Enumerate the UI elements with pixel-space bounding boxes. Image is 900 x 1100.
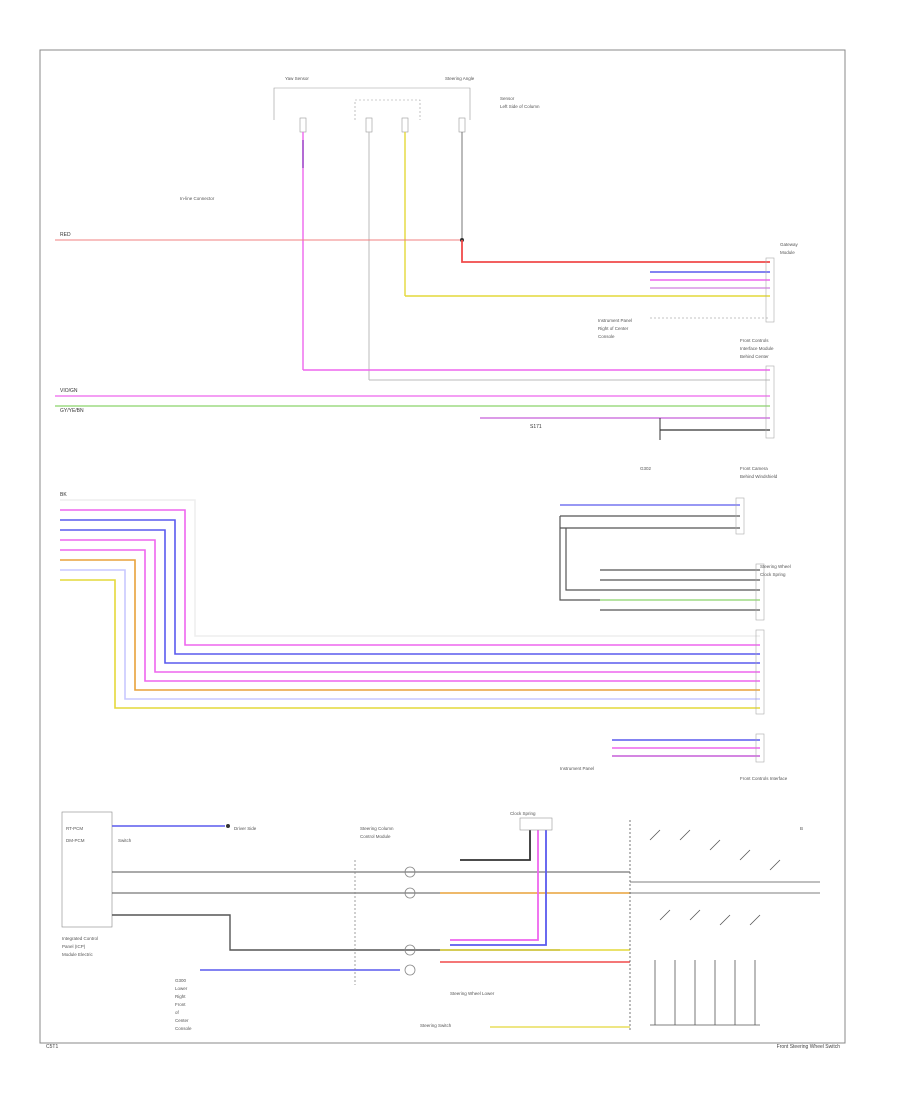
svg-text:Yaw Sensor: Yaw Sensor (285, 76, 309, 81)
svg-text:Front Camera: Front Camera (740, 466, 768, 471)
svg-text:Front: Front (175, 1002, 186, 1007)
svg-text:Steering Wheel Lower: Steering Wheel Lower (450, 991, 495, 996)
left-harness (60, 499, 765, 715)
wire-label-splice: S171 (530, 424, 542, 430)
svg-text:Front Controls Interface: Front Controls Interface (740, 776, 788, 781)
svg-text:of: of (175, 1010, 180, 1015)
left-box-line-2: DM-PCM (66, 838, 85, 843)
right-upper-labels: Front Camera Behind Windshield Steering … (740, 466, 791, 577)
inline-connectors (354, 860, 416, 985)
top-right-feeds (650, 257, 775, 323)
left-box-line-1: RT-PCM (66, 826, 83, 831)
svg-text:Right of Center: Right of Center (598, 326, 629, 331)
left-switch-box (61, 811, 113, 928)
svg-text:Instrument Panel: Instrument Panel (560, 766, 594, 771)
top-labels: Yaw Sensor Steering Angle Sensor Left Si… (180, 76, 540, 201)
svg-text:Front Controls: Front Controls (740, 338, 769, 343)
footer-left: C5T1 (46, 1044, 59, 1050)
svg-text:Center: Center (175, 1018, 189, 1023)
ground-point (226, 824, 230, 828)
bottom-connector-label: Steering Switch (420, 1023, 452, 1028)
top-right-labels: Gateway Module Instrument Panel Right of… (598, 242, 799, 359)
svg-text:Module: Module (780, 250, 795, 255)
svg-text:G300: G300 (175, 978, 187, 983)
left-box-line-3: Switch (118, 838, 132, 843)
svg-text:Gateway: Gateway (780, 242, 799, 247)
svg-text:Console: Console (175, 1026, 192, 1031)
lower-right-feeds (612, 733, 765, 763)
wire-label-pink: VIO/GN (60, 388, 78, 394)
right-upper-connectors (559, 497, 765, 621)
diagram-frame (39, 49, 846, 1044)
svg-text:Sensor: Sensor (500, 96, 515, 101)
bottom-horizontal-wires (112, 871, 630, 1028)
svg-text:Behind Center: Behind Center (740, 354, 769, 359)
svg-text:Lower: Lower (175, 986, 188, 991)
svg-text:Interface Module: Interface Module (740, 346, 774, 351)
svg-text:Console: Console (598, 334, 615, 339)
svg-text:Right: Right (175, 994, 186, 999)
svg-text:Steering Column: Steering Column (360, 826, 394, 831)
svg-text:Steering Angle: Steering Angle (445, 76, 475, 81)
svg-text:Steering Wheel: Steering Wheel (760, 564, 791, 569)
top-connector-group (273, 87, 471, 133)
svg-text:Clock Spring: Clock Spring (760, 572, 786, 577)
wire-label-bus: BK (60, 492, 67, 498)
svg-text:B: B (800, 826, 803, 831)
svg-text:Driver Side: Driver Side (234, 826, 257, 831)
svg-text:In-line Connector: In-line Connector (180, 196, 215, 201)
footer-right: Front Steering Wheel Switch (776, 1044, 840, 1050)
switch-panel (629, 820, 820, 1030)
svg-text:Left Side of Column: Left Side of Column (500, 104, 540, 109)
left-caption-3: Module Electric (62, 952, 94, 957)
ground-caption: G300 Lower Right Front of Center Console (175, 978, 192, 1031)
svg-text:G302: G302 (640, 466, 652, 471)
svg-text:Instrument Panel: Instrument Panel (598, 318, 632, 323)
wire-label-red: RED (60, 232, 71, 238)
wire-label-green: GY/YE/BN (60, 408, 84, 414)
left-caption-2: Panel (ICP) (62, 944, 86, 949)
wire-red-right (461, 240, 770, 263)
svg-text:Behind Windshield: Behind Windshield (740, 474, 778, 479)
mid-module-feeds (480, 365, 775, 440)
svg-text:Clock Spring: Clock Spring (510, 811, 536, 816)
clockspring-wires (450, 817, 553, 946)
svg-text:Control Module: Control Module (360, 834, 391, 839)
left-caption-1: Integrated Control (62, 936, 98, 941)
